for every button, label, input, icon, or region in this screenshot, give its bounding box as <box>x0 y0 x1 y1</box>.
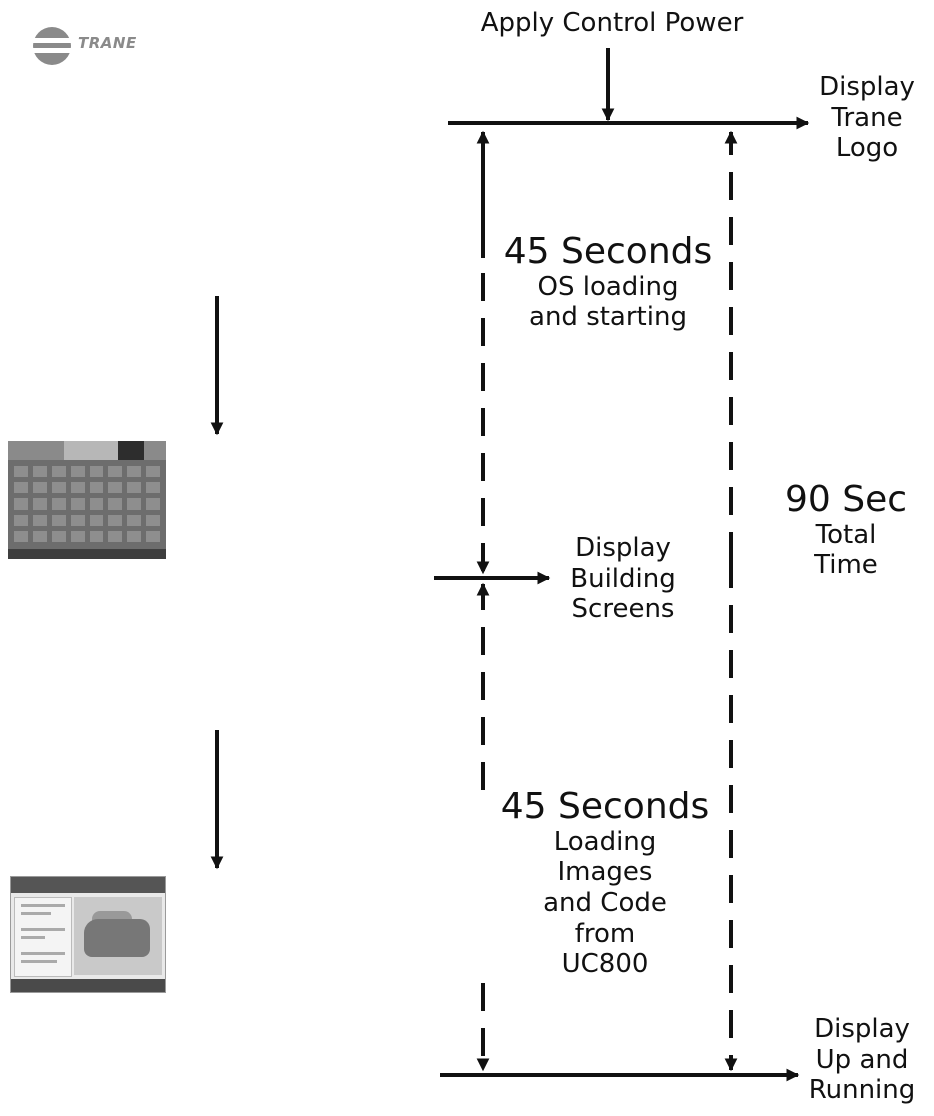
trane-logo: TRANE <box>30 24 170 68</box>
thumbnail-dark-tab <box>118 441 144 460</box>
total-time-line-1: Total <box>815 519 877 550</box>
phase1-desc-line-1: OS loading <box>537 271 679 302</box>
thumbnail-bottom-bar <box>8 549 166 559</box>
phase1-desc-line-2: and starting <box>529 302 687 333</box>
total-time-label: 90 Sec Total Time <box>764 480 928 581</box>
total-time-line-2: Time <box>814 550 878 581</box>
phase2-desc-line-3: and Code <box>543 887 667 918</box>
phase2-time: 45 Seconds <box>500 786 710 827</box>
thumbnail-header <box>11 877 165 893</box>
trane-logo-mark <box>30 27 74 65</box>
phase2-desc-line-2: Images <box>557 857 653 888</box>
running-screen-thumbnail <box>10 876 166 993</box>
thumbnail-selected-tab <box>64 441 118 460</box>
thumbnail-footer <box>11 979 165 992</box>
display-building-line-1: Display <box>575 533 671 563</box>
apply-control-power-text: Apply Control Power <box>480 8 744 38</box>
display-running-line-2: Up and <box>815 1044 909 1075</box>
total-time-value: 90 Sec <box>784 479 908 520</box>
display-logo-line-1: Display <box>819 72 915 102</box>
phase1-label: 45 Seconds OS loading and starting <box>486 232 730 333</box>
thumbnail-grid <box>14 466 160 542</box>
display-logo-line-2: Trane <box>831 102 903 133</box>
display-building-line-2: Building <box>570 563 676 594</box>
trane-logo-text: TRANE <box>78 34 137 52</box>
display-running-line-3: Running <box>808 1075 916 1106</box>
apply-control-power-label: Apply Control Power <box>462 8 762 39</box>
phase2-label: 45 Seconds Loading Images and Code from … <box>480 787 730 980</box>
display-up-and-running-label: Display Up and Running <box>790 1014 934 1106</box>
thumbnail-status-panel <box>14 897 72 977</box>
display-trane-logo-label: Display Trane Logo <box>800 72 934 164</box>
building-screen-thumbnail <box>8 441 166 559</box>
thumbnail-tab-bar <box>8 441 166 460</box>
phase1-time: 45 Seconds <box>503 231 713 272</box>
display-logo-line-3: Logo <box>835 133 899 164</box>
phase2-desc-line-1: Loading <box>553 826 657 857</box>
phase2-desc-line-4: from <box>574 918 636 949</box>
display-building-screens-label: Display Building Screens <box>548 533 698 625</box>
chiller-image <box>74 897 162 975</box>
phase2-desc-line-5: UC800 <box>561 949 649 980</box>
display-building-line-3: Screens <box>571 594 675 625</box>
display-running-line-1: Display <box>814 1014 910 1044</box>
